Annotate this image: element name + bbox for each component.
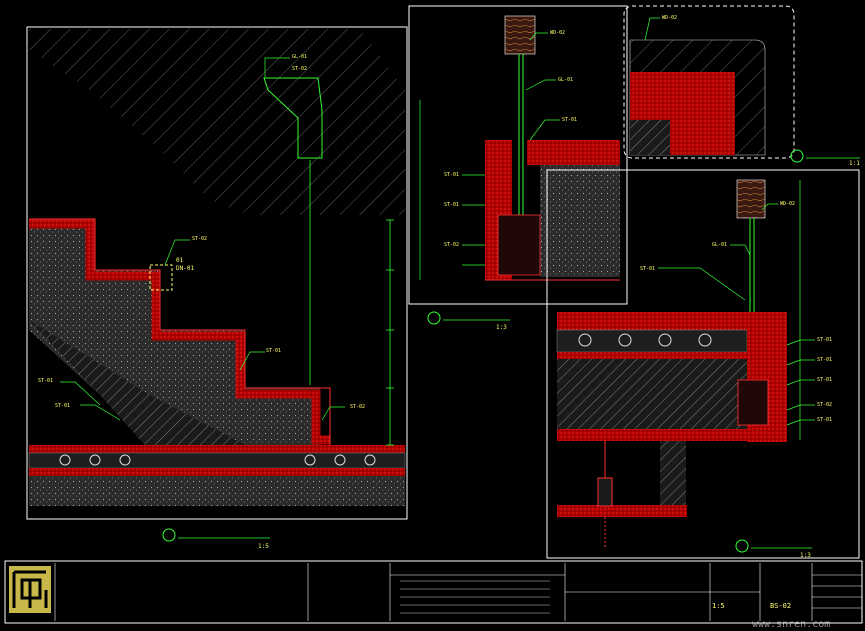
callout-top-4: ST-01 bbox=[444, 202, 459, 208]
ceiling-hanger bbox=[597, 477, 613, 507]
right-top-rail bbox=[736, 179, 766, 219]
floor-edge-detail-drawing: WD-02 GL-01 ST-01 ST-01 ST-01 ST-01 ST-0… bbox=[546, 169, 860, 559]
wall-hatch bbox=[29, 29, 405, 215]
callout-right-6: ST-02 bbox=[817, 402, 832, 408]
section-marker-b bbox=[427, 311, 441, 325]
title-block: 1:5 BS-02 bbox=[4, 560, 863, 624]
right-frame bbox=[546, 169, 860, 559]
callout-right-1: GL-01 bbox=[712, 242, 727, 248]
scale-value: 1:5 bbox=[712, 602, 725, 610]
stair-underside bbox=[29, 320, 245, 445]
callout-left-2: ST-01 bbox=[55, 403, 70, 409]
mid-concrete bbox=[540, 165, 620, 277]
callout-left-0: GL-01 bbox=[292, 54, 307, 60]
left-frame bbox=[26, 26, 408, 520]
callout-left-5: ST-02 bbox=[292, 66, 307, 72]
callout-right-3: ST-01 bbox=[817, 337, 832, 343]
section-scale-b: 1:3 bbox=[496, 324, 507, 331]
callout-right-0: WD-02 bbox=[780, 201, 795, 207]
handrail-profile bbox=[263, 77, 323, 159]
glass-rail-detail-drawing: WD-02 GL-01 ST-01 ST-01 ST-01 ST-02 1:3 bbox=[408, 5, 628, 331]
section-marker-c bbox=[735, 539, 749, 553]
watermark: www.snren.com bbox=[752, 619, 830, 630]
callout-top-3: ST-01 bbox=[444, 172, 459, 178]
section-scale-a: 1:5 bbox=[258, 543, 269, 550]
section-scale-c: 1:3 bbox=[800, 552, 811, 559]
stair-finish-layer bbox=[29, 219, 330, 445]
corner-detail-drawing: WD-02 1:1 bbox=[623, 5, 860, 167]
detail-tag: 01 bbox=[176, 257, 184, 264]
top-rail-wood bbox=[504, 15, 536, 55]
glass-channel bbox=[497, 214, 541, 276]
callout-right-7: ST-01 bbox=[817, 417, 832, 423]
detail-sub: DN-01 bbox=[176, 265, 194, 272]
floor-pipes bbox=[59, 454, 376, 466]
callout-left-4: ST-02 bbox=[350, 404, 365, 410]
callout-left-1: ST-01 bbox=[38, 378, 53, 384]
section-marker-d bbox=[790, 149, 804, 163]
callout-left-3: ST-01 bbox=[266, 348, 281, 354]
corner-frame bbox=[623, 5, 795, 159]
callout-left-6: ST-02 bbox=[192, 236, 207, 242]
section-marker-a bbox=[162, 528, 176, 542]
ground-slab bbox=[29, 476, 405, 506]
callout-right-2: ST-01 bbox=[640, 266, 655, 272]
sheet-number: BS-02 bbox=[770, 602, 791, 610]
callout-top-0: WD-02 bbox=[550, 30, 565, 36]
callout-top-5: ST-02 bbox=[444, 242, 459, 248]
section-scale-d: 1:1 bbox=[849, 160, 860, 167]
corner-tag: WD-02 bbox=[662, 15, 677, 21]
callout-right-4: ST-01 bbox=[817, 357, 832, 363]
callout-right-5: ST-01 bbox=[817, 377, 832, 383]
callout-top-2: ST-01 bbox=[562, 117, 577, 123]
right-slab bbox=[557, 359, 747, 429]
floor-pipes-layer bbox=[28, 452, 406, 469]
middle-frame bbox=[408, 5, 628, 305]
stair-section-drawing: 01 DN-01 ST-01 ST-01 ST-01 ST-02 GL-01 S… bbox=[26, 26, 408, 550]
callout-top-1: GL-01 bbox=[558, 77, 573, 83]
